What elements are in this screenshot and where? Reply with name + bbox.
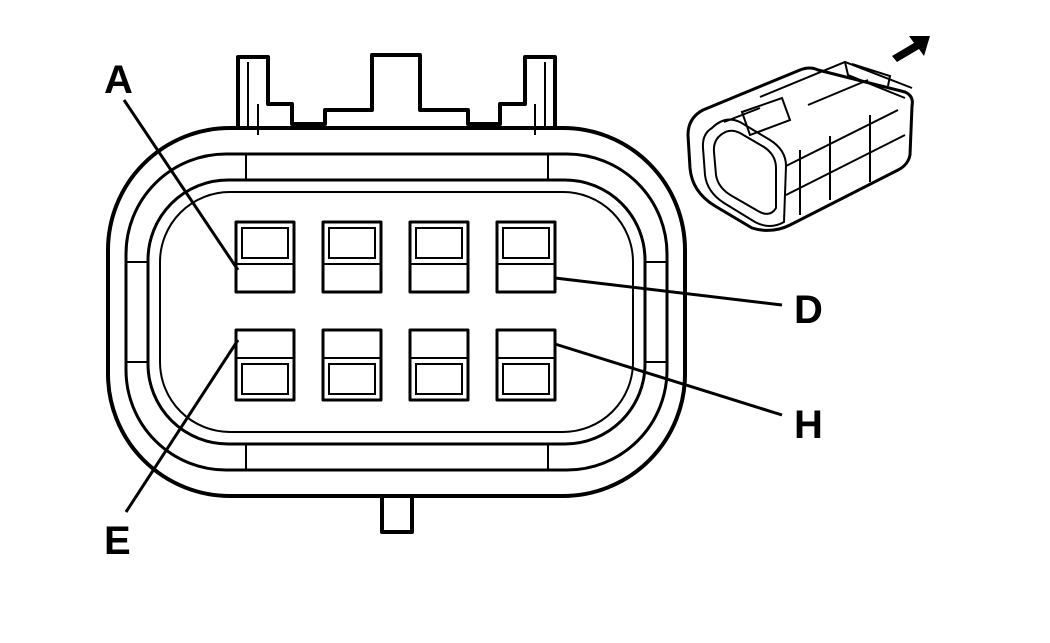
terminal-row-bottom [234, 328, 557, 402]
terminal-cavity-h [495, 328, 557, 402]
terminal-cavity-f [321, 328, 383, 402]
bottom-key-tab [380, 496, 414, 534]
leader-line-e [124, 339, 240, 513]
top-latch [236, 53, 557, 135]
terminal-cavity-c [408, 220, 470, 294]
pin-label-e: E [104, 519, 131, 563]
housing-seal-outline [124, 152, 669, 472]
leader-line-a [122, 99, 240, 271]
terminal-cavity-e [234, 328, 296, 402]
pin-label-a: A [104, 58, 133, 102]
housing-outer-outline [106, 126, 687, 498]
connector-housing [106, 126, 687, 498]
leader-line-d [554, 276, 783, 307]
pin-label-h: H [794, 403, 823, 447]
pin-label-d: D [794, 288, 823, 332]
terminal-cavity-b [321, 220, 383, 294]
terminal-cavity-d [495, 220, 557, 294]
terminal-cavity-g [408, 328, 470, 402]
leader-line-h [554, 342, 783, 417]
terminal-row-top [234, 220, 557, 294]
connector-isometric-icon [686, 60, 914, 232]
housing-cavity-outline [159, 191, 634, 433]
arrow-up-right-icon [892, 36, 930, 62]
terminal-cavity-a [234, 220, 296, 294]
housing-inner-outline [146, 178, 647, 446]
